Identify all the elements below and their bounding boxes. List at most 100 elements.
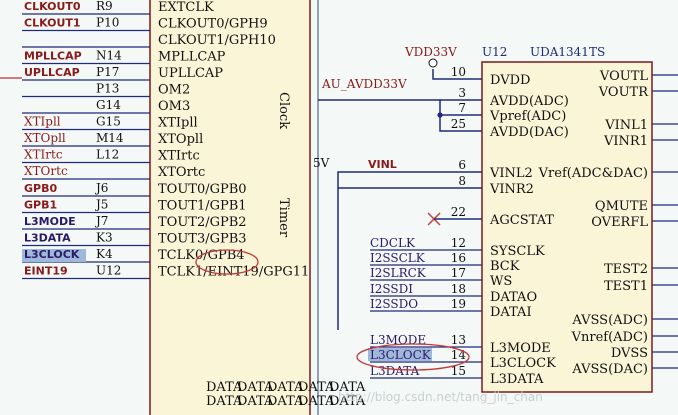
right-pin-number: 15 — [451, 364, 466, 378]
left-net-label: CLKOUT1 — [24, 17, 81, 30]
right-pin-number: 14 — [451, 348, 467, 362]
right-side-pin-name: AVSS(DAC) — [571, 362, 648, 377]
right-net-label: I2SLRCK — [370, 266, 427, 280]
left-pin-number: J6 — [94, 181, 108, 195]
five-volt-label: 5V — [313, 156, 330, 170]
right-pin-number: 16 — [451, 251, 466, 265]
right-pin-number: 3 — [458, 86, 466, 100]
left-pin-function: MPLLCAP — [158, 50, 226, 65]
right-pin-name: L3DATA — [490, 372, 544, 387]
left-net-label: GPB1 — [24, 199, 57, 212]
watermark: http://blog.csdn.net/tang_jin_chan — [338, 390, 543, 404]
l3clock-net-highlight-right — [368, 348, 432, 361]
left-pin-function: XTOrtc — [158, 165, 205, 180]
left-pin-function: TOUT3/GPB3 — [158, 232, 247, 247]
left-pin-number: P17 — [96, 65, 119, 79]
left-net-label: XTIpll — [24, 115, 61, 129]
left-pin-function: XTIpll — [158, 116, 198, 131]
l3clock-highlight-ellipse — [356, 343, 470, 371]
gpb4-highlight-ellipse — [195, 249, 259, 275]
right-pin-name: VINL2 — [489, 166, 533, 181]
left-net-label: UPLLCAP — [24, 66, 80, 79]
left-pin-function: CLKOUT0/GPH9 — [158, 17, 268, 32]
left-pin-number: K3 — [96, 231, 113, 245]
left-pin-number: R9 — [96, 0, 113, 13]
right-pin-name: L3CLOCK — [490, 356, 556, 371]
vinl-wire — [337, 171, 482, 330]
right-pin-name: DVDD — [490, 73, 530, 88]
left-net-label: L3CLOCK — [24, 248, 80, 261]
right-net-label: CDCLK — [370, 236, 416, 250]
data-bus-fragment: DATA — [267, 394, 304, 409]
left-pin-function: XTOpll — [158, 132, 203, 147]
right-pin-name: SYSCLK — [490, 244, 545, 259]
left-net-label: L3MODE — [24, 215, 76, 228]
left-pin-number: J7 — [94, 214, 108, 228]
data-bus-fragment: DATA — [237, 394, 274, 409]
left-pin-function: OM3 — [158, 99, 190, 114]
right-side-pin-name: Vnref(ADC) — [571, 330, 648, 345]
right-chip-body — [481, 61, 653, 393]
section-clock-label: Clock — [276, 92, 291, 129]
right-pin-name: DATAO — [490, 290, 537, 305]
right-net-label: I2SSDI — [370, 282, 413, 296]
left-pin-number: U12 — [96, 264, 121, 278]
right-side-pin-name: TEST1 — [604, 279, 648, 294]
right-side-pin-name: VINR1 — [603, 134, 648, 149]
right-net-label: L3DATA — [370, 364, 420, 378]
right-side-pin-name: TEST2 — [604, 262, 648, 277]
right-pin-number: 12 — [451, 236, 466, 250]
right-pin-number: 19 — [451, 297, 466, 311]
left-net-label: CLKOUT0 — [24, 0, 81, 13]
right-net-label: I2SSDO — [370, 297, 418, 311]
right-side-pin-name: VOUTR — [598, 85, 649, 100]
left-pin-function: TOUT1/GPB1 — [158, 199, 247, 214]
left-pin-number: K4 — [96, 247, 113, 261]
right-pin-name: BCK — [490, 259, 520, 274]
right-pin-number: 10 — [451, 65, 466, 79]
left-pin-number: P10 — [96, 16, 119, 30]
vdd-power-port — [428, 58, 438, 68]
junction-dot — [437, 112, 443, 118]
left-pin-function: OM2 — [158, 83, 190, 98]
left-pin-number: G14 — [96, 98, 121, 112]
au-avdd-net-label: AU_AVDD33V — [321, 77, 407, 91]
right-side-pin-name: QMUTE — [595, 199, 648, 214]
right-pin-number: 17 — [451, 266, 466, 280]
data-bus-fragment: DATA — [329, 380, 366, 395]
section-timer-label: Timer — [276, 198, 291, 238]
data-bus-fragment: DATA — [206, 394, 243, 409]
left-pin-number: G15 — [96, 115, 121, 129]
right-pin-number: 22 — [451, 205, 466, 219]
right-net-label: I2SSCLK — [370, 251, 426, 265]
left-pin-number: L12 — [96, 148, 119, 162]
left-net-label: XTOpll — [24, 131, 66, 145]
left-net-label: GPB0 — [24, 182, 57, 195]
left-pin-function: CLKOUT1/GPH10 — [158, 33, 276, 48]
left-pin-function: TOUT0/GPB0 — [158, 182, 247, 197]
right-side-pin-name: VINL1 — [604, 118, 648, 133]
vdd33v-label: VDD33V — [404, 45, 457, 59]
left-pin-number: N14 — [96, 49, 122, 63]
chip-ref-label: U12 — [482, 45, 507, 59]
vdd-wire — [432, 69, 482, 80]
right-side-pin-name: DVSS — [611, 346, 648, 361]
right-pin-name: AVDD(ADC) — [489, 94, 569, 109]
right-pin-number: 8 — [458, 174, 466, 188]
right-pin-number: 25 — [451, 117, 466, 131]
left-pin-function: UPLLCAP — [158, 66, 223, 81]
right-net-label: L3CLOCK — [370, 348, 432, 362]
right-pin-number: 13 — [451, 333, 466, 347]
right-side-pin-name: Vref(ADC&DAC) — [538, 166, 648, 181]
left-pin-function: TOUT2/GPB2 — [158, 215, 247, 230]
right-chip-right-pins: VOUTLVOUTRVINL1VINR1Vref(ADC&DAC)QMUTEOV… — [538, 69, 678, 377]
right-pin-name: Vpref(ADC) — [489, 109, 566, 124]
data-bus-fragment: DATA — [237, 380, 274, 395]
right-pin-name: AVDD(DAC) — [489, 125, 569, 140]
left-net-label: EINT19 — [24, 265, 68, 278]
left-pin-number: J5 — [94, 198, 108, 212]
right-side-pin-name: AVSS(ADC) — [571, 313, 648, 328]
left-pin-function: XTIrtc — [158, 149, 200, 164]
